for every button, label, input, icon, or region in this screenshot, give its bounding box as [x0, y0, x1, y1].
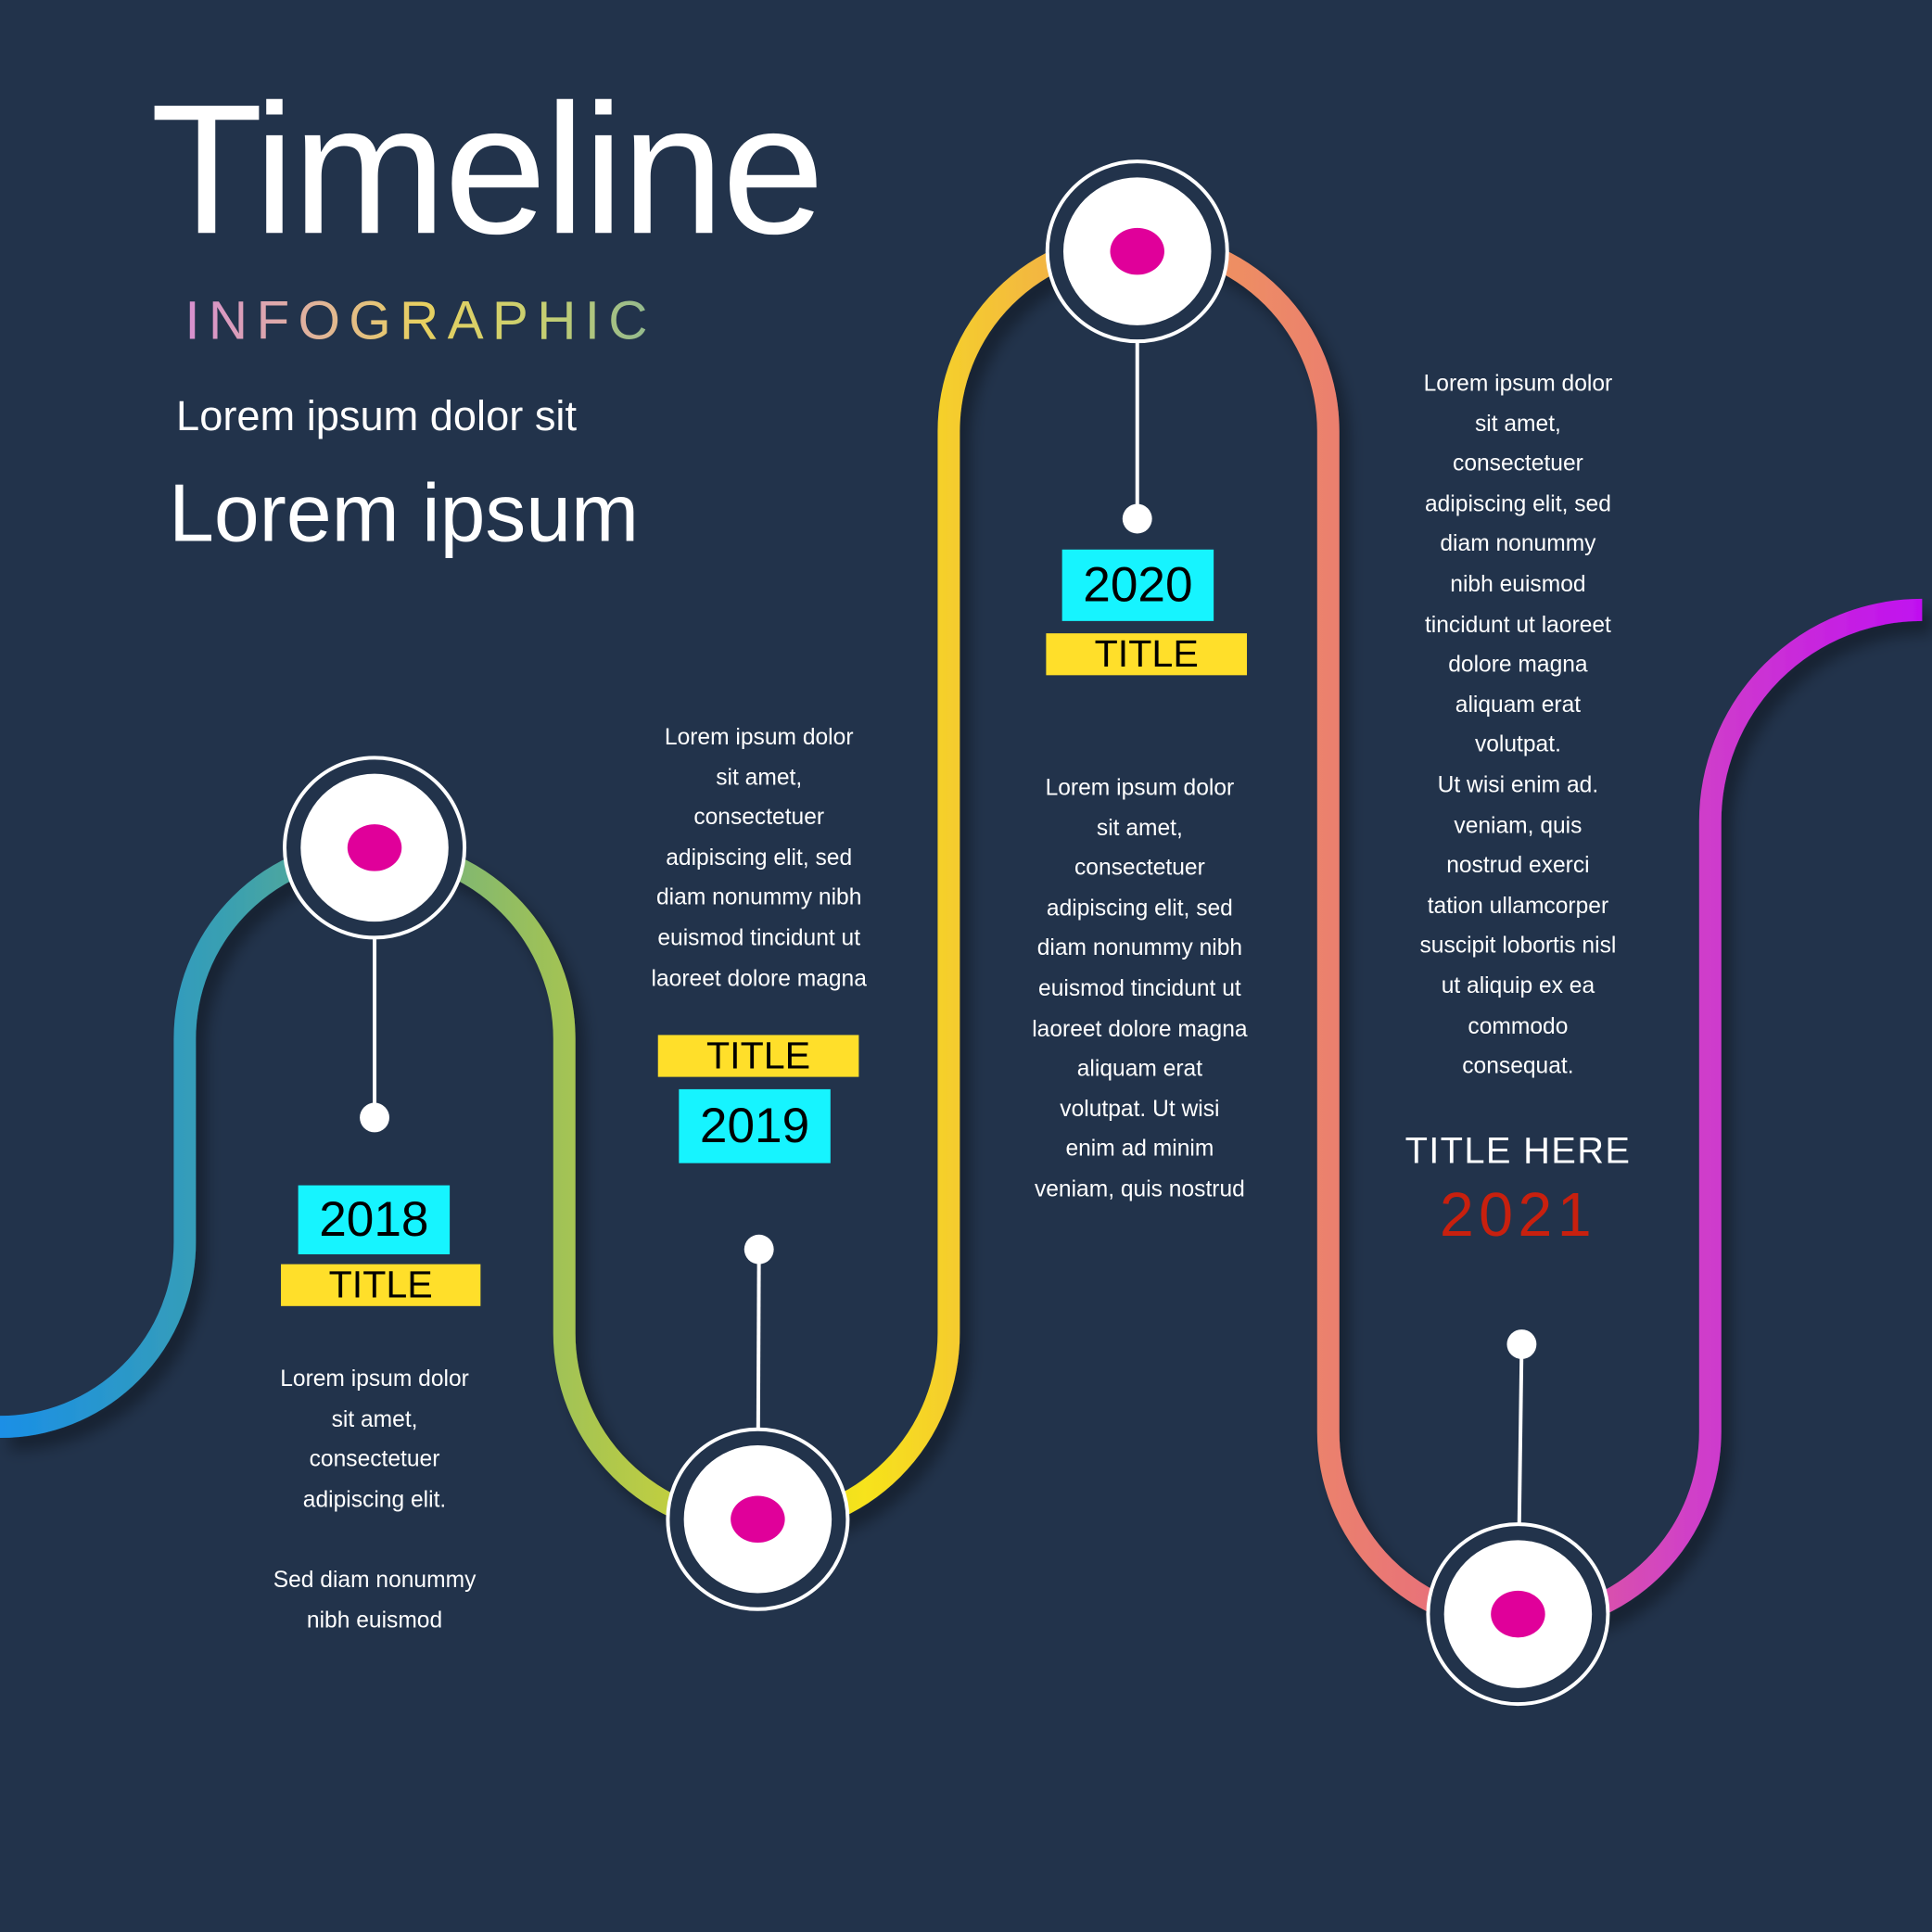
title-badge-2018: TITLE HERE — [281, 1264, 481, 1306]
year-badge-2018: 2018 — [298, 1185, 451, 1255]
pin-dot-2018 — [360, 1102, 389, 1133]
node-dot-2020 — [1110, 227, 1164, 275]
timeline-nodes — [283, 159, 1610, 1707]
year-badge-2019: 2019 — [679, 1088, 831, 1163]
node-dot-2018 — [347, 824, 402, 871]
node-dot-2019 — [731, 1495, 785, 1544]
description-2019: Lorem ipsum dolor sit amet, consectetuer… — [651, 723, 867, 990]
description-2021: Lorem ipsum dolor sit amet, consectetuer… — [1419, 369, 1617, 1079]
title-badge-2019: TITLE HERE — [657, 1035, 859, 1077]
description-2018: Lorem ipsum dolor sit amet, consectetuer… — [273, 1365, 477, 1633]
title-2021: TITLE HERE — [1405, 1131, 1632, 1172]
pin-dot-2019 — [744, 1234, 774, 1265]
year-badge-2020: 2020 — [1061, 549, 1214, 621]
timeline-path — [0, 230, 1923, 1634]
title-badge-2020: TITLE HERE — [1046, 633, 1248, 676]
pin-dot-2020 — [1122, 503, 1152, 534]
tagline: Lorem ipsum dolor sit — [176, 392, 578, 440]
page-subtitle: INFOGRAPHIC — [184, 290, 656, 351]
year-2021: 2021 — [1439, 1180, 1596, 1250]
pin-dot-2021 — [1506, 1329, 1537, 1359]
node-dot-2021 — [1491, 1590, 1545, 1638]
heading: Lorem ipsum — [169, 466, 640, 559]
page-title: Timeline — [150, 65, 824, 273]
description-2020: Lorem ipsum dolor sit amet, consectetuer… — [1032, 773, 1248, 1201]
